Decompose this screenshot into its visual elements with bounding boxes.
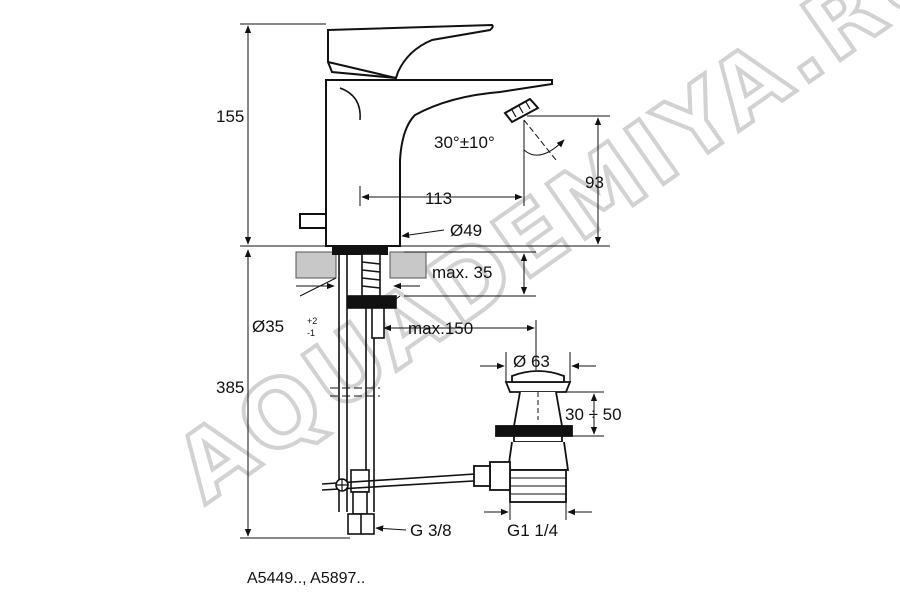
dim-outlet-height: 93 — [585, 173, 604, 192]
dim-total-height: 155 — [216, 107, 244, 126]
dim-max-distance: max.150 — [408, 319, 473, 338]
waste-valve — [473, 370, 573, 503]
faucet-body — [299, 23, 553, 255]
dim-supply-thread: G 3/8 — [410, 521, 452, 540]
dimension-lines — [240, 23, 610, 539]
dim-max-thickness: max. 35 — [432, 263, 492, 282]
dim-waste-range: 30 ÷ 50 — [565, 405, 622, 424]
dim-hole-tolerance-lower: -1 — [307, 328, 315, 338]
dim-hole-diameter: Ø35 — [252, 317, 284, 336]
dim-below-height: 385 — [216, 378, 244, 397]
model-numbers: A5449.., A5897.. — [247, 570, 366, 587]
mounting-hardware — [321, 253, 491, 535]
counter-top — [295, 251, 427, 279]
dim-body-diameter: Ø49 — [450, 221, 482, 240]
dim-spout-reach: 113 — [425, 189, 452, 208]
dim-spout-angle: 30°±10° — [434, 133, 495, 152]
dim-waste-thread: G1 1/4 — [507, 521, 558, 540]
dim-hole-tolerance-upper: +2 — [307, 316, 317, 326]
dim-waste-diameter: Ø 63 — [513, 352, 550, 371]
